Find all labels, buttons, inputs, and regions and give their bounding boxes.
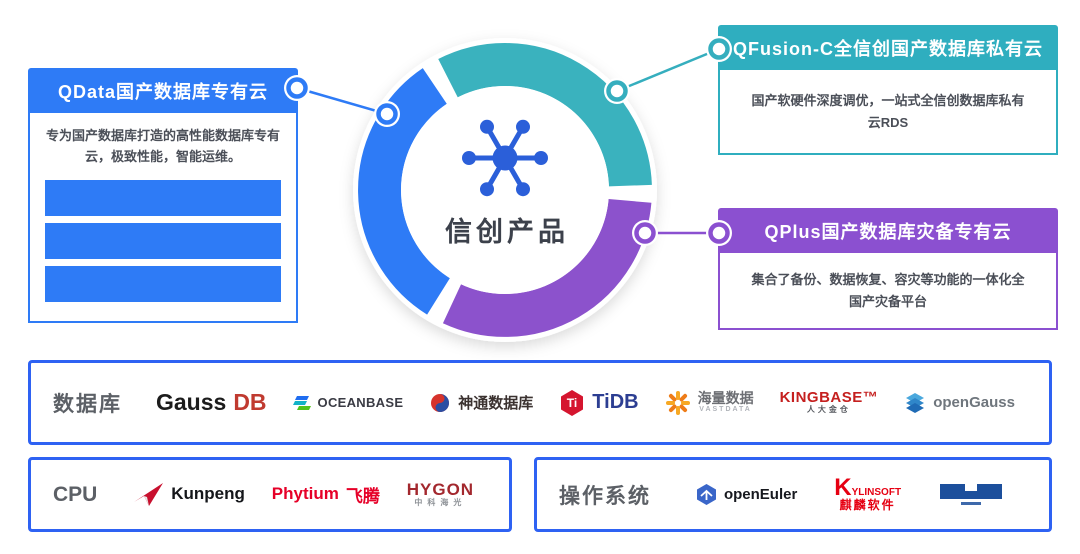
vastdata-sun-icon	[665, 390, 690, 415]
shentong-wordmark: 神通数据库	[458, 395, 534, 412]
hub-network-icon	[462, 119, 548, 197]
vastdata-wordmark: 海量数据	[697, 389, 754, 406]
logo-blue-blocks	[938, 481, 1004, 508]
opengauss-wordmark: openGauss	[933, 394, 1015, 411]
logo-shentong: 神通数据库	[429, 392, 533, 414]
kylinsoft-subtext: 麒麟软件	[839, 498, 896, 513]
kingbase-subtext: 人大金仓	[806, 405, 851, 415]
logo-vastdata: 海量数据 VASTDATA	[665, 390, 754, 416]
qplus-description: 集合了备份、数据恢复、容灾等功能的一体化全国产灾备平台	[718, 253, 1058, 330]
qdata-description: 专为国产数据库打造的高性能数据库专有云，极致性能，智能运维。	[45, 128, 280, 165]
shentong-circle-icon	[431, 393, 450, 412]
oceanbase-wordmark: OCEANBASE	[317, 395, 404, 410]
logo-kylinsoft: KYLINSOFT 麒麟软件	[834, 473, 902, 513]
qfusion-title: QFusion-C全信创国产数据库私有云	[718, 25, 1058, 70]
logo-kingbase: KINGBASE™ 人大金仓	[779, 388, 879, 415]
connector-teal	[604, 36, 732, 104]
donut-white-rim	[353, 38, 657, 342]
os-row: 操作系统 openEuler KYLINSOFT 麒麟软件	[534, 457, 1052, 532]
cpu-row-label: CPU	[53, 482, 98, 506]
vastdata-subtext: VASTDATA	[699, 406, 752, 414]
donut-center	[401, 86, 609, 294]
gaussdb-wordmark: Gauss	[155, 389, 227, 415]
logo-hygon: HYGON 中科海光	[406, 479, 475, 508]
os-row-label: 操作系统	[559, 484, 651, 508]
qfusion-box: QFusion-C全信创国产数据库私有云 国产软硬件深度调优，一站式全信创数据库…	[718, 25, 1058, 155]
hygon-wordmark: HYGON	[406, 479, 475, 499]
openeuler-wordmark: openEuler	[723, 486, 798, 503]
oceanbase-stack-icon	[292, 395, 311, 410]
kingbase-wordmark: KINGBASE™	[779, 388, 879, 406]
feature-bar	[45, 179, 281, 216]
donut-segment-blue	[358, 68, 451, 315]
donut-segment-teal	[438, 43, 652, 187]
connector-blue	[284, 75, 400, 127]
connector-purple	[632, 220, 732, 246]
qplus-box: QPlus国产数据库灾备专有云 集合了备份、数据恢复、容灾等功能的一体化全国产灾…	[718, 208, 1058, 330]
kunpeng-bird-icon	[134, 483, 164, 507]
logo-oceanbase: OCEANBASE	[292, 395, 404, 411]
database-row-label: 数据库	[53, 392, 122, 416]
hygon-subtext: 中科海光	[414, 498, 467, 508]
center-title: 信创产品	[445, 217, 569, 247]
logo-tidb: Ti TiDB	[559, 389, 639, 417]
os-logo-strip: openEuler KYLINSOFT 麒麟软件	[651, 473, 1049, 513]
donut-segment-purple	[442, 198, 652, 337]
tidb-wordmark: TiDB	[592, 391, 639, 413]
qdata-body: 专为国产数据库打造的高性能数据库专有云，极致性能，智能运维。	[28, 113, 298, 323]
tidb-cube-icon: Ti	[561, 389, 584, 416]
openeuler-hexagon-icon	[696, 484, 716, 505]
qdata-title: QData国产数据库专有云	[28, 68, 298, 113]
logo-opengauss: openGauss	[904, 392, 1015, 414]
qdata-box: QData国产数据库专有云 专为国产数据库打造的高性能数据库专有云，极致性能，智…	[28, 68, 298, 325]
opengauss-layers-icon	[906, 392, 925, 413]
kylinsoft-wordmark: K	[834, 473, 852, 501]
logo-openeuler: openEuler	[696, 483, 797, 506]
qfusion-description: 国产软硬件深度调优，一站式全信创数据库私有云RDS	[718, 70, 1058, 155]
svg-text:Ti: Ti	[567, 396, 577, 410]
qplus-title: QPlus国产数据库灾备专有云	[718, 208, 1058, 253]
kunpeng-wordmark: Kunpeng	[171, 484, 245, 504]
feature-bar	[45, 222, 281, 259]
feature-bar	[45, 265, 281, 302]
logo-kunpeng: Kunpeng	[132, 481, 245, 507]
phytium-wordmark: Phytium	[271, 484, 339, 504]
blue-blocks-logo	[940, 484, 1003, 505]
